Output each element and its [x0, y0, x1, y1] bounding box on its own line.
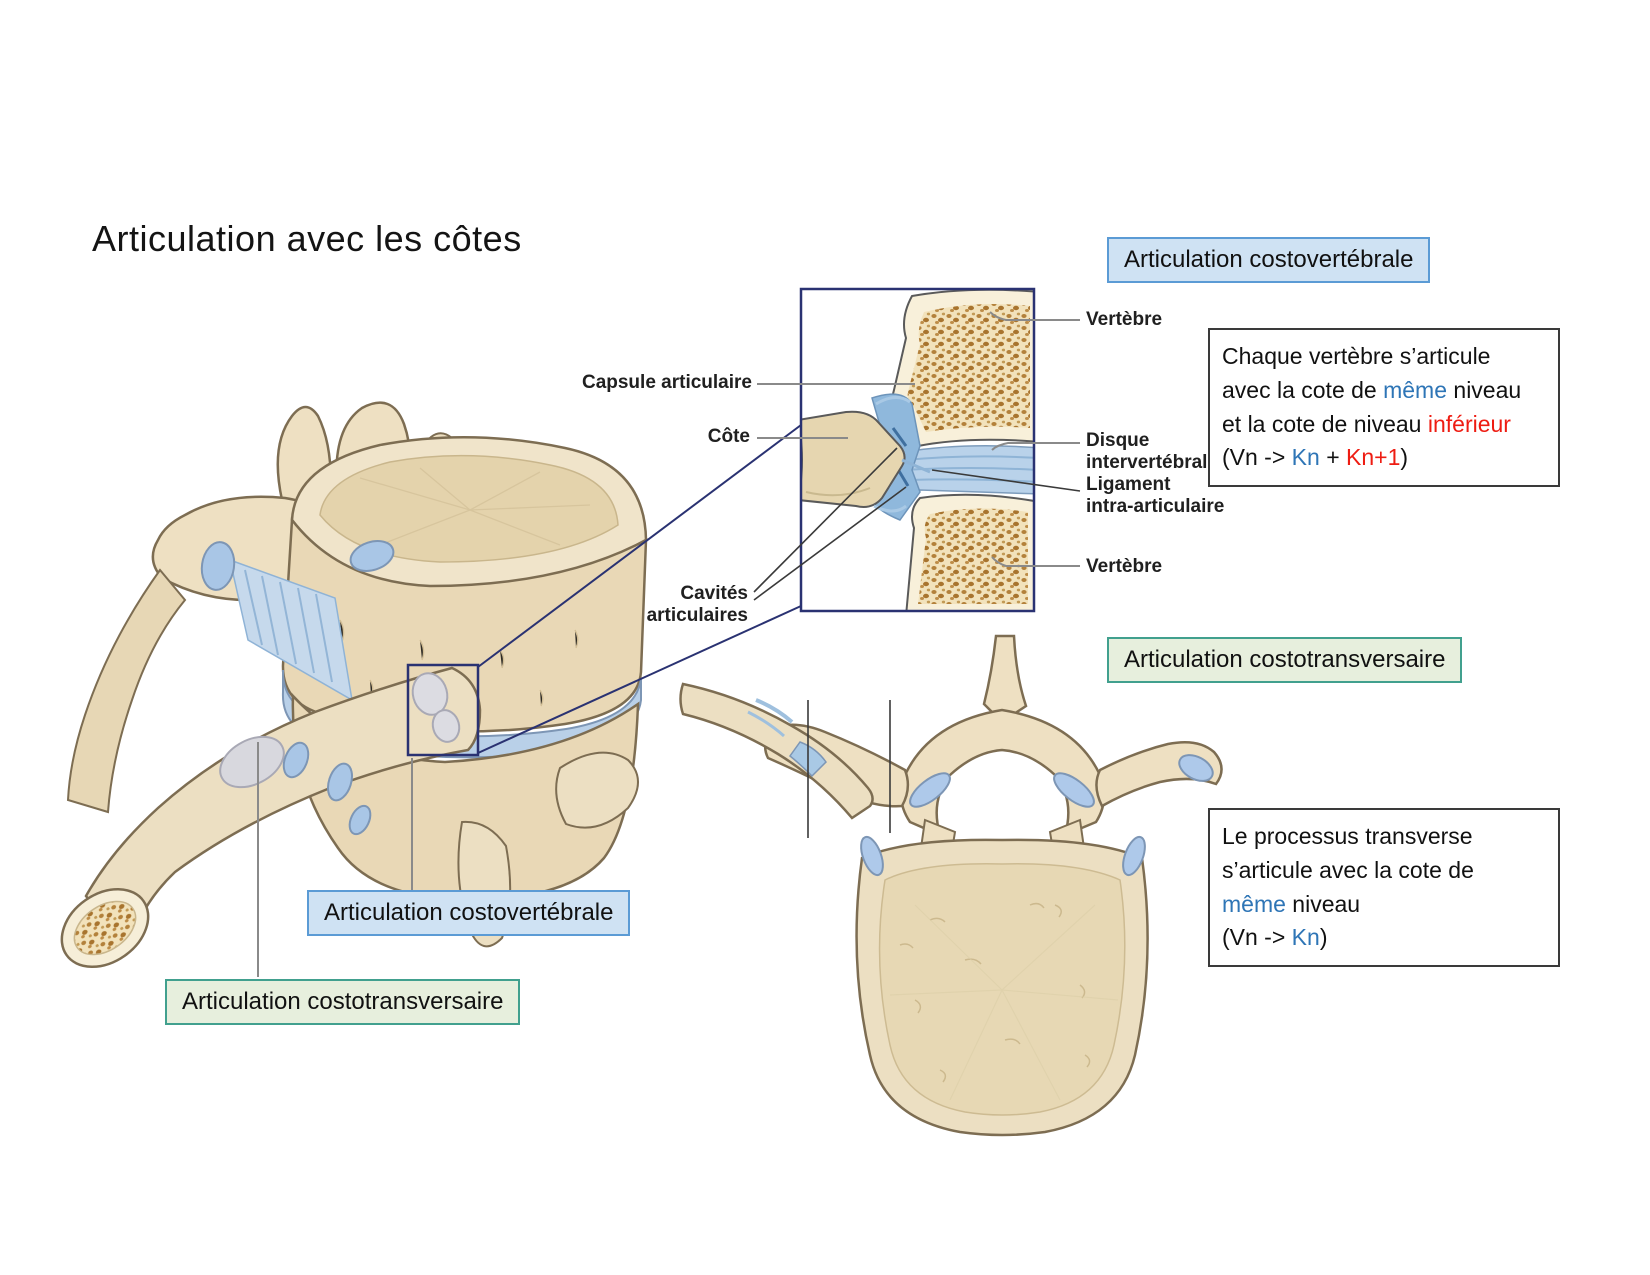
superior-view-illustration [679, 634, 1223, 1137]
callout-box-costovertebrale-top: Articulation costovertébrale [1107, 237, 1431, 283]
info-line: (Vn -> Kn + Kn+1) [1222, 441, 1546, 475]
label-text: Disque [1086, 430, 1150, 451]
label-disque-intervertebral: Disque intervertébral [1086, 430, 1207, 474]
label-ligament-intra-articulaire: Ligament intra-articulaire [1086, 474, 1224, 518]
info-line: Le processus transverse [1222, 820, 1546, 854]
text-segment: niveau [1285, 890, 1361, 917]
info-line: et la cote de niveau inférieur [1222, 408, 1546, 442]
callout-box-costotransversaire-bottom: Articulation costotransversaire [165, 979, 521, 1025]
text-segment: niveau [1447, 376, 1522, 403]
label-text: intra-articulaire [1086, 496, 1225, 518]
info-box-costotransversaire: Le processus transverse s’articule avec … [1208, 808, 1560, 968]
callout-label: Articulation costotransversaire [182, 988, 504, 1015]
highlight-kn1: Kn+1 [1346, 444, 1401, 471]
text-segment: + [1319, 444, 1347, 471]
text-segment: s’articule avec la cote de [1222, 856, 1474, 883]
label-text: Ligament [1086, 474, 1171, 495]
highlight-inferieur: inférieur [1427, 410, 1511, 437]
zoom-callout-lines [406, 424, 802, 757]
callout-label: Articulation costotransversaire [1124, 646, 1446, 673]
text-segment: Le processus transverse [1222, 823, 1473, 849]
info-line: même niveau [1222, 888, 1546, 922]
callout-label: Articulation costovertébrale [1124, 246, 1414, 273]
info-line: (Vn -> Kn) [1222, 921, 1546, 955]
label-text: Cavités [680, 583, 748, 604]
text-segment: ) [1400, 444, 1409, 471]
label-text: articulaires [646, 605, 748, 627]
label-text: Capsule articulaire [581, 372, 752, 393]
label-capsule-articulaire: Capsule articulaire [582, 372, 752, 394]
label-text: Vertèbre [1086, 556, 1163, 577]
callout-label: Articulation costovertébrale [324, 899, 614, 926]
info-line: Chaque vertèbre s’articule [1222, 340, 1546, 374]
callout-box-costotransversaire-right: Articulation costotransversaire [1107, 637, 1463, 683]
inset-zoom-illustration [799, 287, 1036, 613]
highlight-meme: même [1383, 376, 1448, 403]
highlight-kn: Kn [1291, 444, 1320, 471]
label-text: intervertébral [1086, 452, 1208, 474]
callout-box-costovertebrale-bottom: Articulation costovertébrale [307, 890, 631, 936]
info-line: avec la cote de même niveau [1222, 374, 1546, 408]
label-vertebre-bottom: Vertèbre [1086, 556, 1162, 578]
leader-lines [257, 311, 1081, 977]
info-box-costovertebrale: Chaque vertèbre s’articule avec la cote … [1208, 328, 1560, 488]
label-text: Vertèbre [1086, 309, 1163, 330]
label-text: Côte [707, 426, 750, 447]
label-cavites-articulaires: Cavités articulaires [647, 583, 748, 627]
label-cote: Côte [708, 426, 750, 448]
highlight-meme: même [1222, 890, 1286, 917]
text-segment: et la cote de niveau [1222, 410, 1428, 437]
lateral-view-illustration [60, 401, 648, 969]
info-line: s’articule avec la cote de [1222, 854, 1546, 888]
label-vertebre-top: Vertèbre [1086, 309, 1162, 331]
text-segment: (Vn -> [1222, 924, 1292, 951]
text-segment: avec la cote de [1222, 376, 1384, 403]
text-segment: (Vn -> [1222, 444, 1292, 471]
text-segment: ) [1319, 924, 1328, 951]
text-segment: Chaque vertèbre s’articule [1222, 343, 1491, 369]
highlight-kn: Kn [1291, 924, 1320, 951]
page-title: Articulation avec les côtes [92, 218, 522, 259]
